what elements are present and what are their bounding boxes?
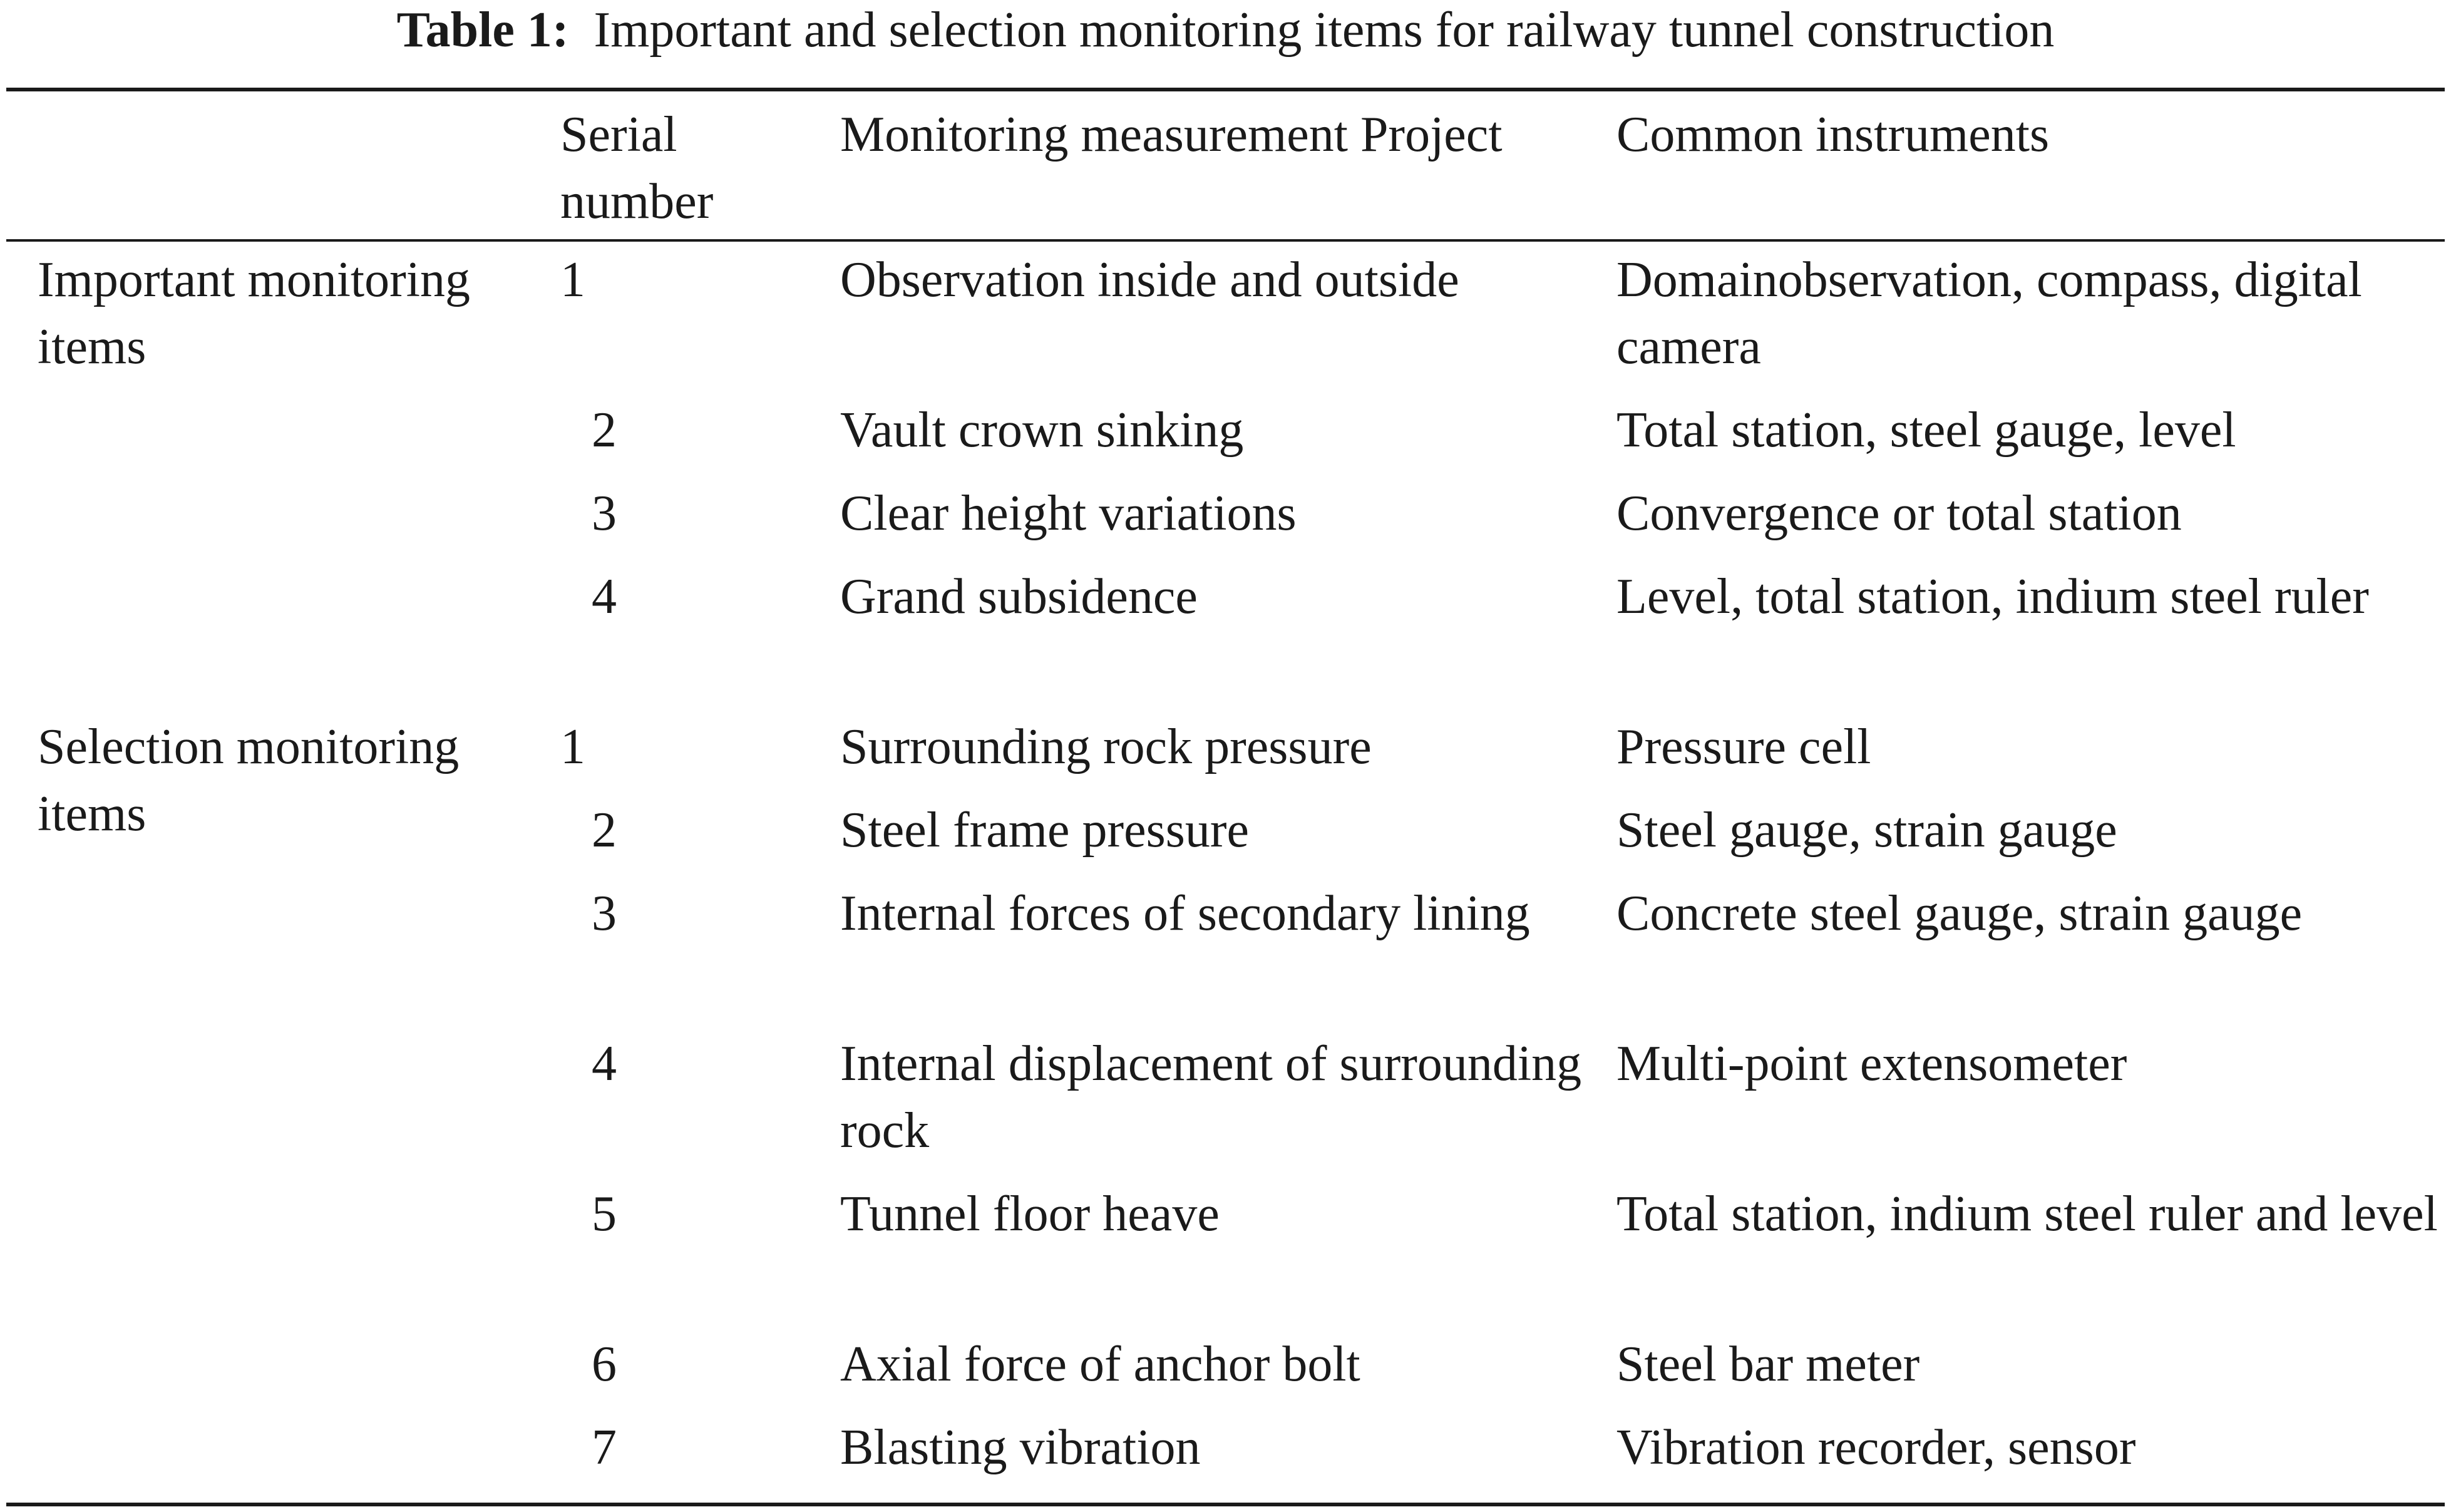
project-cell: Internal forces of secondary lining xyxy=(840,886,1530,941)
project-cell: Grand subsidence xyxy=(840,569,1198,624)
table-row: 3 Clear height variations Convergence or… xyxy=(6,480,2445,563)
serial-cell: 1 xyxy=(560,719,585,774)
serial-cell: 6 xyxy=(592,1337,617,1392)
table-row: 2 Vault crown sinking Total station, ste… xyxy=(6,397,2445,480)
project-cell: Internal displacement of surrounding roc… xyxy=(840,1036,1582,1158)
serial-cell: 7 xyxy=(592,1420,617,1475)
table-row: 5 Tunnel floor heave Total station, indi… xyxy=(6,1181,2445,1331)
project-cell: Blasting vibration xyxy=(840,1420,1201,1475)
header-category xyxy=(6,101,560,247)
table-row: 6 Axial force of anchor bolt Steel bar m… xyxy=(6,1331,2445,1414)
table-row: 7 Blasting vibration Vibration recorder,… xyxy=(6,1414,2445,1498)
header-row: Serial number Monitoring measurement Pro… xyxy=(6,101,2445,247)
serial-cell: 3 xyxy=(592,886,617,941)
instruments-cell: Total station, indium steel ruler and le… xyxy=(1616,1186,2438,1242)
table-row: 4 Internal displacement of surrounding r… xyxy=(6,1031,2445,1181)
instruments-cell: Vibration recorder, sensor xyxy=(1616,1420,2136,1475)
serial-cell: 2 xyxy=(592,803,617,858)
table-caption: Table 1: Important and selection monitor… xyxy=(0,0,2451,60)
instruments-cell: Multi-point extensometer xyxy=(1616,1036,2127,1091)
bottom-rule xyxy=(6,1503,2445,1506)
instruments-cell: Steel bar meter xyxy=(1616,1337,1920,1392)
instruments-cell: Pressure cell xyxy=(1616,719,1871,774)
header-serial-number: Serial number xyxy=(560,107,714,229)
table-row: Important monitoring items 1 Observation… xyxy=(6,247,2445,397)
project-cell: Vault crown sinking xyxy=(840,403,1244,458)
instruments-cell: Domainobservation, compass, digital came… xyxy=(1616,252,2362,374)
serial-cell: 5 xyxy=(592,1186,617,1242)
group-label: Selection monitoring items xyxy=(38,719,460,841)
header-instruments: Common instruments xyxy=(1616,107,2050,162)
table-row: 3 Internal forces of secondary lining Co… xyxy=(6,880,2445,1031)
project-cell: Clear height variations xyxy=(840,486,1297,541)
serial-cell: 2 xyxy=(592,403,617,458)
serial-cell: 1 xyxy=(560,252,585,307)
instruments-cell: Steel gauge, strain gauge xyxy=(1616,803,2117,858)
caption-text: Important and selection monitoring items… xyxy=(593,3,2055,58)
header-project: Monitoring measurement Project xyxy=(840,107,1503,162)
table-row: 4 Grand subsidence Level, total station,… xyxy=(6,563,2445,714)
table-row: 2 Steel frame pressure Steel gauge, stra… xyxy=(6,797,2445,880)
instruments-cell: Concrete steel gauge, strain gauge xyxy=(1616,886,2303,941)
monitoring-items-table: Serial number Monitoring measurement Pro… xyxy=(6,101,2445,1498)
table-row: Selection monitoring items 1 Surrounding… xyxy=(6,714,2445,841)
instruments-cell: Convergence or total station xyxy=(1616,486,2182,541)
project-cell: Steel frame pressure xyxy=(840,803,1250,858)
group-label: Important monitoring items xyxy=(38,252,471,374)
project-cell: Axial force of anchor bolt xyxy=(840,1337,1360,1392)
serial-cell: 4 xyxy=(592,1036,617,1091)
header-rule xyxy=(6,239,2445,242)
serial-cell: 4 xyxy=(592,569,617,624)
top-rule xyxy=(6,88,2445,91)
project-cell: Surrounding rock pressure xyxy=(840,719,1372,774)
caption-label: Table 1: xyxy=(396,3,569,58)
project-cell: Tunnel floor heave xyxy=(840,1186,1220,1242)
project-cell: Observation inside and outside xyxy=(840,252,1459,307)
instruments-cell: Total station, steel gauge, level xyxy=(1616,403,2236,458)
instruments-cell: Level, total station, indium steel ruler xyxy=(1616,569,2369,624)
serial-cell: 3 xyxy=(592,486,617,541)
